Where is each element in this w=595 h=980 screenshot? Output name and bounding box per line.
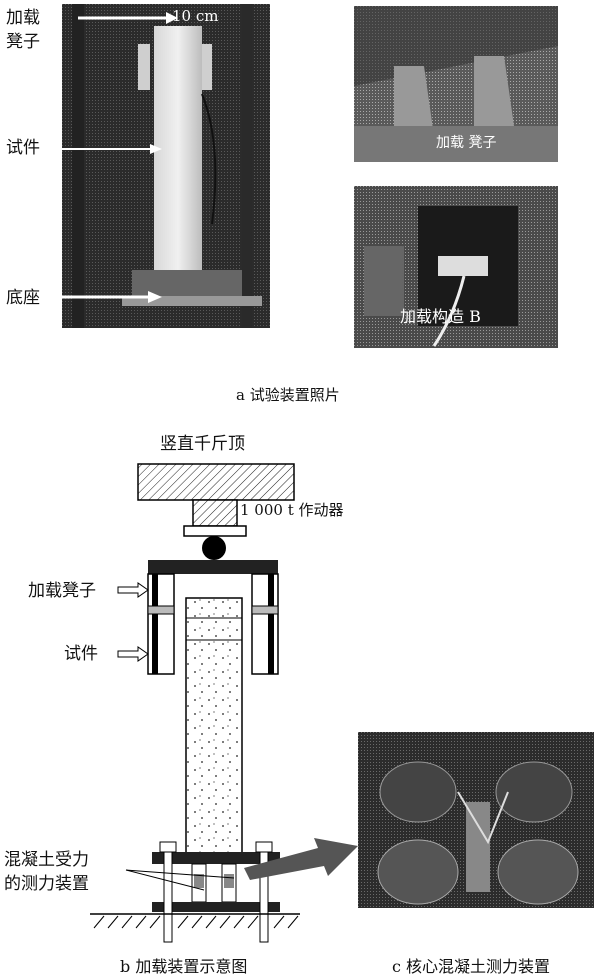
jack-label: 竖直千斤顶 bbox=[160, 434, 245, 454]
sensor-label-line1: 混凝土受力 bbox=[4, 850, 89, 870]
loading-structure-b-photo bbox=[354, 186, 558, 348]
loading-stool-label-line2: 凳子 bbox=[6, 32, 40, 52]
scale-label: 10 cm bbox=[172, 7, 219, 25]
detail-pointer-arrow-icon bbox=[244, 838, 358, 880]
base-lower-plate bbox=[152, 902, 280, 912]
jack-top-plate bbox=[137, 463, 295, 501]
jack-stem bbox=[192, 499, 238, 527]
core-concrete-sensor-photo bbox=[358, 732, 594, 908]
loading-stool-photo bbox=[354, 6, 558, 162]
hinge-ball bbox=[202, 536, 226, 560]
base-label: 底座 bbox=[6, 288, 40, 308]
base-upper-plate bbox=[152, 852, 280, 864]
scale-arrow-icon bbox=[78, 12, 178, 24]
actuator-label: 1 000 t 作动器 bbox=[240, 501, 344, 519]
top-loading-plate bbox=[148, 560, 278, 574]
right-stool bbox=[251, 573, 279, 675]
schematic-specimen-label: 试件 bbox=[64, 644, 98, 664]
loading-stool-label-line1: 加载 bbox=[6, 8, 40, 28]
stool-pointer-arrow-icon bbox=[117, 582, 149, 598]
schematic-stool-label: 加载凳子 bbox=[28, 581, 96, 601]
caption-a: a 试验装置照片 bbox=[236, 386, 340, 404]
loading-schematic bbox=[90, 463, 300, 943]
base-arrow-icon bbox=[62, 291, 162, 303]
loading-stool-overlay-text: 加载 凳子 bbox=[436, 135, 497, 151]
specimen-column bbox=[185, 597, 243, 863]
loading-structure-b-overlay-text: 加载构造 B bbox=[400, 307, 481, 326]
specimen-arrow-icon bbox=[62, 144, 162, 154]
specimen-pointer-arrow-icon bbox=[117, 646, 149, 662]
specimen-label: 试件 bbox=[6, 138, 40, 158]
left-stool bbox=[147, 573, 175, 675]
caption-c: c 核心混凝土测力装置 bbox=[392, 957, 551, 976]
main-test-photo bbox=[62, 4, 270, 328]
caption-b: b 加载装置示意图 bbox=[120, 957, 248, 976]
jack-bearing-plate bbox=[183, 525, 247, 537]
sensor-label-line2: 的测力装置 bbox=[4, 874, 89, 894]
